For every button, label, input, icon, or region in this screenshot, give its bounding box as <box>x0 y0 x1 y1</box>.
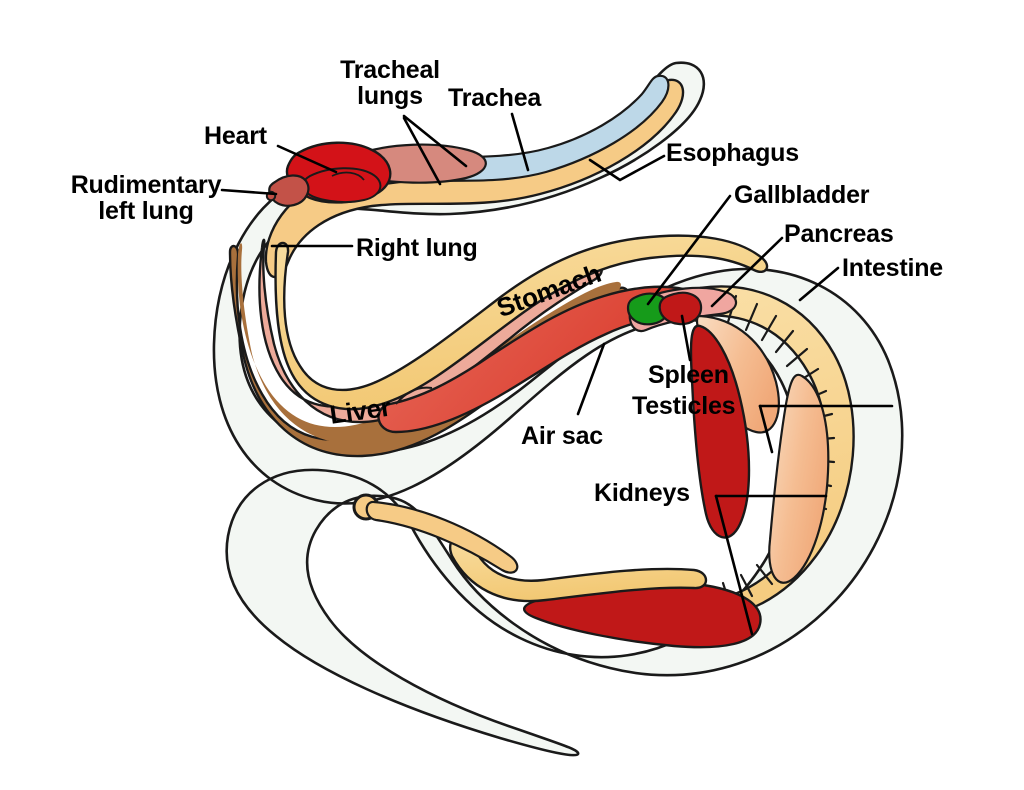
leader-testicles-b <box>758 404 774 454</box>
gallbladder-organ <box>626 292 670 326</box>
leader-rudimentary-lung <box>220 188 278 196</box>
label-trachea: Trachea <box>448 84 542 112</box>
leader-gallbladder <box>646 194 732 306</box>
label-pancreas: Pancreas <box>784 220 894 248</box>
spleen-organ <box>658 291 703 326</box>
label-intestine: Intestine <box>842 254 943 282</box>
kidneys-organ-upper <box>689 324 751 539</box>
label-heart: Heart <box>204 122 267 150</box>
leader-spleen <box>680 314 692 362</box>
tail-gut-strip <box>365 500 519 574</box>
leader-kidneys-b <box>714 494 754 636</box>
rudimentary-left-lung-organ <box>268 174 310 207</box>
right-loop-organ-group <box>449 285 855 649</box>
leader-heart <box>276 144 338 174</box>
stomach-organ <box>274 234 769 411</box>
label-esophagus: Esophagus <box>666 139 799 167</box>
label-spleen: Spleen <box>648 361 729 389</box>
leader-trachea <box>510 112 530 172</box>
label-tracheal-lungs: Tracheal lungs <box>340 56 440 110</box>
label-right-lung: Right lung <box>356 234 478 262</box>
label-kidneys: Kidneys <box>594 479 690 507</box>
leader-esophagus <box>588 154 666 182</box>
leader-tracheal-lungs-a <box>402 114 468 168</box>
testicles-organ-lower <box>768 373 830 584</box>
label-air-sac: Air sac <box>521 422 603 450</box>
tail-loop-details <box>352 493 519 574</box>
leader-tracheal-lungs-b <box>402 116 442 186</box>
heart-atrium-detail <box>331 171 365 181</box>
label-testicles: Testicles <box>632 392 736 420</box>
leader-lines <box>220 112 894 636</box>
leader-intestine <box>798 266 840 302</box>
label-gallbladder: Gallbladder <box>734 181 870 209</box>
leader-air-sac <box>576 342 606 416</box>
leader-pancreas <box>710 236 784 308</box>
air-sac-liver-junction <box>395 386 433 405</box>
label-rudimentary-left-lung: Rudimentary left lung <box>70 171 222 225</box>
